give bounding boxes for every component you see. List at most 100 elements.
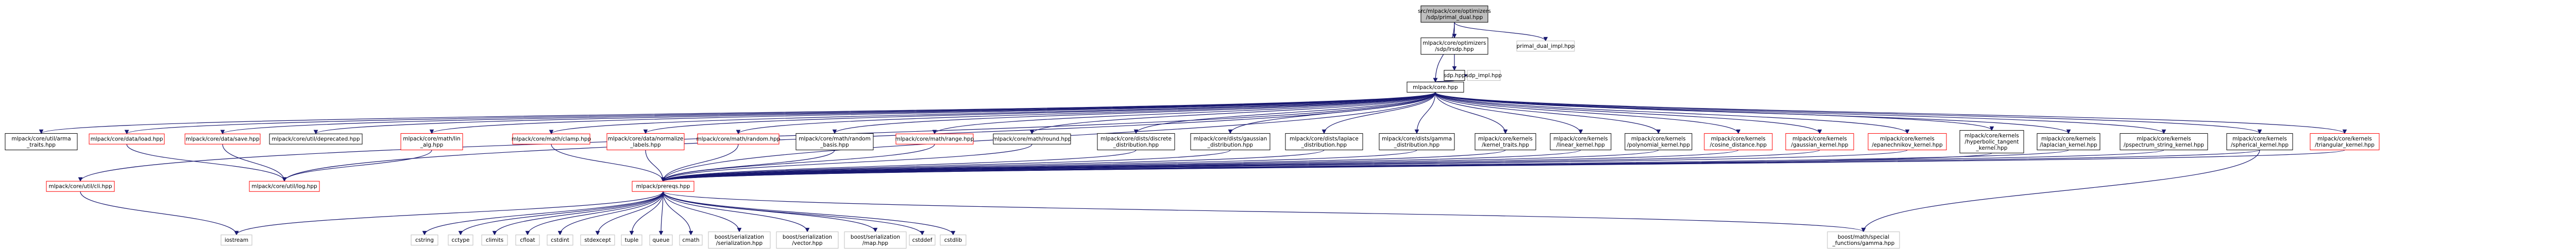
node-random[interactable]: mlpack/core/math/random.hpp [697,133,781,145]
node-label-line: mlpack/core/math/range.hpp [895,136,974,143]
node-label-cstdint: cstdint [551,237,569,243]
node-box-cctype [448,235,473,246]
node-k_epan[interactable]: mlpack/core/kernels/epanechnikov_kernel.… [1868,133,1947,150]
node-box-clamp [512,133,590,145]
node-label-line: queue [653,237,670,243]
edge-laplace-to-prereqs [663,149,1325,181]
edge-core-to-range [935,92,1436,134]
edge-prereqs-to-cstddef [663,191,922,235]
node-label-root: src/mlpack/core/optimizers/sdp/primal_du… [1418,8,1491,21]
node-prereqs[interactable]: mlpack/prereqs.hpp [632,181,694,192]
node-label-line: /cosine_distance.hpp [1710,142,1767,148]
node-label-b_gamma: boost/math/special_functions/gamma.hpp [1832,234,1895,246]
node-climits: climits [481,235,508,246]
node-label-gaussian: mlpack/core/dists/gaussian_distribution.… [1194,136,1267,148]
node-box-k_pspec [2120,133,2208,150]
node-box-k_laplace [2037,133,2100,150]
node-k_poly[interactable]: mlpack/core/kernels/polynomial_kernel.hp… [1624,133,1692,150]
node-cfloat: cfloat [515,235,540,246]
edge-cli-to-iostream [80,191,236,235]
edge-prereqs-to-cfloat [528,191,664,235]
node-label-random_basis: mlpack/core/math/random_basis.hpp [799,136,871,148]
node-k_gauss[interactable]: mlpack/core/kernels/gaussian_kernel.hpp [1785,133,1854,150]
node-k_cosine[interactable]: mlpack/core/kernels/cosine_distance.hpp [1704,133,1773,150]
node-box-cstdint [547,235,573,246]
node-arma_traits[interactable]: mlpack/core/util/arma_traits.hpp [5,133,78,150]
node-cli[interactable]: mlpack/core/util/cli.hpp [46,181,115,192]
node-box-deprecated [269,133,363,145]
edge-core-to-data_save [223,92,1436,134]
node-cctype: cctype [448,235,473,246]
node-label-lin_alg: mlpack/core/math/lin_alg.hpp [403,136,460,148]
node-label-cstring: cstring [415,237,434,243]
edge-core-to-laplace [1324,92,1436,133]
edge-k_gauss-to-prereqs [663,149,1820,181]
node-k_tri[interactable]: mlpack/core/kernels/triangular_kernel.hp… [2310,133,2380,150]
node-label-range: mlpack/core/math/range.hpp [895,136,974,143]
node-lrsdp[interactable]: mlpack/core/optimizers/sdp/lrsdp.hpp [1420,38,1488,55]
node-discrete[interactable]: mlpack/core/dists/discrete_distribution.… [1097,133,1175,150]
node-box-lrsdp [1420,38,1488,55]
node-label-line: mlpack/core/optimizers [1423,40,1486,46]
node-k_pspec[interactable]: mlpack/core/kernels/pspectrum_string_ker… [2120,133,2208,150]
node-label-line: mlpack/core/data/normalize [608,136,684,142]
node-box-k_poly [1624,133,1692,150]
node-label-prereqs: mlpack/prereqs.hpp [636,184,690,190]
node-k_linear[interactable]: mlpack/core/kernels/linear_kernel.hpp [1550,133,1612,150]
node-k_laplace[interactable]: mlpack/core/kernels/laplacian_kernel.hpp [2037,133,2100,150]
node-label-line: mlpack/core/data/save.hpp [185,136,259,143]
node-box-k_tri [2310,133,2380,150]
node-label-line: _kernel.hpp [1976,145,2008,151]
node-data_load[interactable]: mlpack/core/data/load.hpp [89,133,165,145]
node-label-line: cstring [415,237,434,243]
node-box-k_hyper [1959,130,2024,153]
node-label-line: /spherical_kernel.hpp [2231,142,2289,148]
node-data_save[interactable]: mlpack/core/data/save.hpp [184,133,261,145]
edge-clamp-to-prereqs [551,144,663,181]
node-laplace[interactable]: mlpack/core/dists/laplace_distribution.h… [1285,133,1363,150]
node-gamma[interactable]: mlpack/core/dists/gamma_distribution.hpp [1379,133,1455,150]
edge-core-to-k_poly [1435,92,1658,133]
edge-k_spher-to-b_gamma [1863,150,2260,232]
node-k_spher[interactable]: mlpack/core/kernels/spherical_kernel.hpp [2226,133,2293,150]
node-deprecated[interactable]: mlpack/core/util/deprecated.hpp [269,133,363,145]
node-random_basis[interactable]: mlpack/core/math/random_basis.hpp [795,133,874,150]
node-label-line: /gaussian_kernel.hpp [1791,142,1848,148]
node-lin_alg[interactable]: mlpack/core/math/lin_alg.hpp [400,133,463,150]
node-label-line: mlpack/core/math/random [799,136,871,142]
node-round[interactable]: mlpack/core/math/round.hpp [993,133,1072,145]
edge-prereqs-to-climits [495,191,664,235]
node-queue: queue [649,235,673,246]
node-range[interactable]: mlpack/core/math/range.hpp [895,133,974,145]
node-core[interactable]: mlpack/core.hpp [1406,81,1464,93]
edge-core-to-arma_traits [41,92,1436,133]
node-label-line: mlpack/core/data/load.hpp [91,136,163,143]
node-k_traits[interactable]: mlpack/core/kernels/kernel_traits.hpp [1475,133,1536,150]
node-label-line: /pspectrum_string_kernel.hpp [2124,142,2205,148]
edge-k_pspec-to-prereqs [663,149,2164,181]
edge-prereqs-to-tuple [632,191,664,235]
node-gaussian[interactable]: mlpack/core/dists/gaussian_distribution.… [1190,133,1270,150]
node-label-line: mlpack/core/kernels [2041,136,2096,142]
node-clamp[interactable]: mlpack/core/math/clamp.hpp [512,133,591,145]
node-label-k_gauss: mlpack/core/kernels/gaussian_kernel.hpp [1791,136,1848,148]
node-label-line: mlpack/core/util/cli.hpp [49,184,112,190]
node-k_hyper[interactable]: mlpack/core/kernels/hyperbolic_tangent_k… [1959,130,2024,153]
node-label-line: mlpack/core/kernels [1964,133,2019,139]
node-cstdlib: cstdlib [940,235,967,246]
node-sdp[interactable]: sdp.hpp [1444,70,1465,81]
nodes-layer: src/mlpack/core/optimizers/sdp/primal_du… [5,5,2380,249]
node-label-line: mlpack/core/dists/gamma [1382,136,1452,142]
node-label-line: boost/serialization [715,234,764,240]
node-serialize[interactable]: mlpack/core/data/normalize_labels.hpp [606,133,685,150]
node-label-line: src/mlpack/core/optimizers [1418,8,1491,14]
node-label-line: /polynomial_kernel.hpp [1627,142,1690,148]
node-box-cstddef [909,235,936,246]
node-root[interactable]: src/mlpack/core/optimizers/sdp/primal_du… [1418,5,1491,23]
node-label-line: mlpack/core/kernels [2232,136,2287,142]
node-b_map: boost/serialization/map.hpp [844,232,907,249]
node-log[interactable]: mlpack/core/util/log.hpp [249,181,320,192]
edge-discrete-to-prereqs [663,149,1137,181]
node-stdexcept: stdexcept [580,235,615,246]
